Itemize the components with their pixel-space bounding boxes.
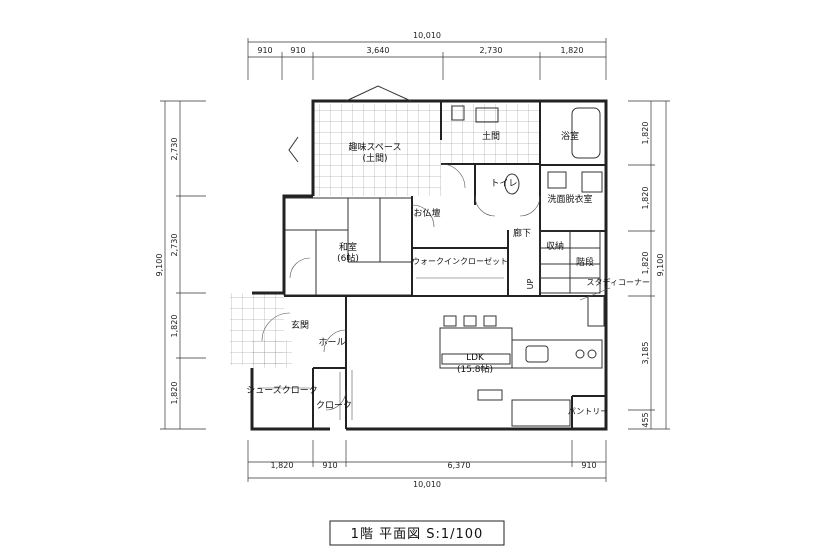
washitsu-sublabel: (6帖) bbox=[337, 252, 359, 264]
left-total-dim: 9,100 bbox=[155, 254, 164, 277]
hall-label: ホール bbox=[318, 337, 345, 348]
bottom-total-dim: 10,010 bbox=[413, 480, 441, 489]
bay-window bbox=[345, 85, 412, 102]
left-dimension-lines bbox=[160, 100, 206, 430]
left-dim-4: 1,820 bbox=[170, 382, 179, 405]
top-dim-4: 2,730 bbox=[480, 46, 503, 55]
storage-label: 収納 bbox=[546, 240, 564, 252]
left-dim-2: 2,730 bbox=[170, 234, 179, 257]
exterior-walls bbox=[250, 99, 608, 431]
ldk-label: LDK bbox=[466, 353, 485, 363]
doma-sink bbox=[475, 107, 499, 123]
butsudan-label: お仏壇 bbox=[413, 207, 440, 219]
dining-table bbox=[439, 315, 513, 369]
top-total-dim: 10,010 bbox=[413, 31, 441, 40]
study-corner-label: スタディコーナー bbox=[587, 277, 650, 287]
study-leader-line bbox=[579, 287, 611, 301]
hobby-space-label: 趣味スペース bbox=[349, 141, 402, 153]
bottom-dim-4: 910 bbox=[581, 461, 596, 470]
washing-machine bbox=[581, 171, 603, 193]
right-dim-1: 1,820 bbox=[641, 122, 650, 145]
drawing-title: 1階 平面図 S:1/100 bbox=[351, 527, 484, 542]
bathtub bbox=[571, 107, 601, 159]
bottom-dim-1: 1,820 bbox=[271, 461, 294, 470]
up-label: UP bbox=[526, 278, 535, 289]
corridor-label: 廊下 bbox=[513, 227, 531, 239]
left-dim-1: 2,730 bbox=[170, 138, 179, 161]
top-dim-1: 910 bbox=[257, 46, 272, 55]
right-dim-2: 1,820 bbox=[641, 187, 650, 210]
hobby-space-sublabel: (土間) bbox=[362, 152, 387, 164]
ldk-sublabel: (15.8帖) bbox=[457, 363, 493, 375]
entrance-label: 玄関 bbox=[291, 319, 309, 331]
kitchen-counter bbox=[511, 339, 603, 427]
title-box bbox=[329, 520, 505, 546]
top-dim-3: 3,640 bbox=[367, 46, 390, 55]
sofa-fixture bbox=[477, 389, 503, 401]
doma-fixture bbox=[451, 105, 465, 121]
hobby-window bbox=[288, 136, 299, 163]
bottom-dim-3: 6,370 bbox=[448, 461, 471, 470]
left-dim-3: 1,820 bbox=[170, 315, 179, 338]
washroom-label: 洗面脱衣室 bbox=[547, 193, 592, 205]
bottom-dimension-lines bbox=[247, 440, 607, 482]
top-dim-5: 1,820 bbox=[561, 46, 584, 55]
bottom-dim-2: 910 bbox=[322, 461, 337, 470]
cloak-label: クローク bbox=[316, 400, 352, 411]
shoes-cloak-label: シューズクローク bbox=[246, 384, 318, 396]
right-dim-4: 3,185 bbox=[641, 342, 650, 365]
hobby-space-tiles bbox=[313, 104, 441, 196]
walkin-closet-label: ウォークインクローゼット bbox=[412, 256, 508, 266]
bath-label: 浴室 bbox=[561, 130, 579, 142]
doma-label: 土間 bbox=[482, 130, 500, 142]
wash-basin bbox=[547, 171, 567, 189]
closet-rods bbox=[258, 277, 504, 420]
toilet-fixture bbox=[504, 173, 520, 195]
staircase bbox=[539, 230, 601, 294]
stairs-label: 階段 bbox=[576, 256, 594, 268]
door-swings bbox=[261, 163, 541, 411]
right-dim-5: 455 bbox=[641, 412, 650, 427]
right-total-dim: 9,100 bbox=[656, 254, 665, 277]
pantry-label: パントリー bbox=[568, 407, 608, 416]
top-dim-2: 910 bbox=[290, 46, 305, 55]
right-dim-3: 1,820 bbox=[641, 252, 650, 275]
right-dimension-lines bbox=[628, 100, 670, 430]
toilet-label: トイレ bbox=[490, 179, 517, 189]
entrance-tiles bbox=[252, 340, 292, 368]
study-counter bbox=[587, 295, 605, 327]
doma-tiles bbox=[441, 104, 540, 164]
top-dimension-lines bbox=[247, 38, 607, 80]
washitsu-label: 和室 bbox=[339, 241, 357, 253]
